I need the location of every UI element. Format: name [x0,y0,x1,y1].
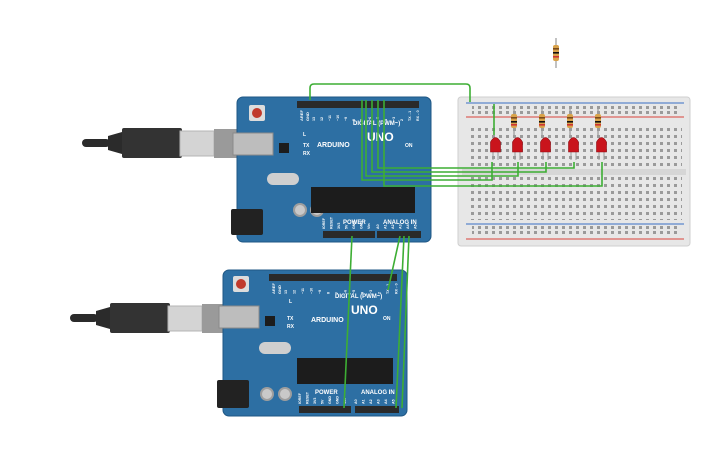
pin-label: A0 [376,224,380,229]
uno-label: UNO [367,130,394,144]
pin-label: 2 [400,119,404,121]
pin-label: A2 [391,224,395,229]
pin-label: A1 [384,224,388,229]
tx-label: TX [287,316,294,322]
arduino-uno-board[interactable]: DIGITAL (PWM~) POWER ANALOG IN ARDUINO U… [217,269,408,417]
on-label: ON [405,143,413,149]
pin-label: A4 [384,399,388,404]
wire[interactable] [401,235,410,409]
pin-label: 12 [320,117,324,121]
tx-label: TX [303,143,310,149]
pin-label: ~3 [369,290,373,294]
pin-label: RESET [330,216,334,229]
pin-label: RX←0 [416,110,420,121]
pin-label: 3V3 [337,223,341,229]
led[interactable] [512,137,523,161]
pin-label: A5 [414,224,418,229]
pin-label: ~6 [344,290,348,294]
gnd-label: GND [277,285,282,294]
pin-label: A0 [354,399,358,404]
aref-label: AREF [271,283,276,294]
resistor[interactable] [595,107,601,138]
pin-label: ~10 [336,115,340,121]
pin-label: GND [360,221,364,229]
pin-label: TX→1 [408,111,412,121]
pin-label: 13 [312,117,316,121]
resistor[interactable] [511,107,517,138]
arduino-logo-text: ARDUINO [311,317,344,324]
pin-label: ~11 [328,115,332,121]
led[interactable] [568,137,579,161]
digital-header-label: DIGITAL (PWM~) [335,294,382,300]
led-l-label: L [303,132,306,138]
pin-label: A3 [377,399,381,404]
led[interactable] [540,137,551,161]
pin-label: A5 [392,399,396,404]
pin-label: ~6 [368,117,372,121]
wire[interactable] [365,100,519,177]
pin-label: RX←0 [395,283,399,294]
pin-label: GND [328,396,332,404]
rx-label: RX [303,151,311,157]
led-l-label: L [289,299,292,305]
pin-label: ~10 [310,288,314,294]
resistor[interactable] [567,107,573,138]
pin-label: 4 [384,119,388,121]
pin-label: GND [336,396,340,404]
rx-label: RX [287,324,295,330]
power-header-label: POWER [343,220,366,226]
uno-label: UNO [351,303,378,317]
pin-label: A2 [369,399,373,404]
pin-label: RESET [306,391,310,404]
pin-label: A4 [406,224,410,229]
usb-cable[interactable] [70,303,226,333]
pin-label: ~5 [352,290,356,294]
on-label: ON [383,316,391,322]
wire[interactable] [371,100,547,173]
pin-label: ~11 [301,288,305,294]
led[interactable] [596,137,607,161]
wire[interactable] [395,235,405,409]
pin-label: 13 [284,290,288,294]
pin-label: A3 [399,224,403,229]
wire[interactable] [377,100,575,169]
led[interactable] [490,137,501,161]
wire[interactable] [309,83,471,102]
pin-label: ~3 [392,117,396,121]
resistor[interactable] [539,107,545,138]
pin-label: ~9 [318,290,322,294]
pin-label: 5V [321,399,325,404]
pin-label: 7 [335,292,339,294]
wire[interactable] [383,100,603,187]
usb-cable[interactable] [82,128,238,158]
arduino-uno-board[interactable]: DIGITAL (PWM~) POWER ANALOG IN ARDUINO U… [231,96,432,243]
analog-header-label: ANALOG IN [383,220,417,226]
pin-label: GND [352,221,356,229]
pin-label: 12 [293,290,297,294]
breadboard[interactable] [457,96,691,247]
arduino-logo-text: ARDUINO [317,142,350,149]
analog-header-label: ANALOG IN [361,390,395,396]
gnd-label: GND [305,112,310,121]
pin-label: ~9 [344,117,348,121]
pin-label: 4 [361,292,365,294]
aref-label: AREF [299,110,304,121]
pin-label: Vin [367,223,371,229]
pin-label: A1 [362,399,366,404]
pin-label: 8 [352,119,356,121]
pin-label: 3V3 [313,398,317,404]
wire[interactable] [361,100,493,181]
pin-label: IOREF [322,217,326,229]
wire[interactable] [343,235,353,409]
pin-label: IOREF [298,392,302,404]
digital-header-label: DIGITAL (PWM~) [353,121,400,127]
pin-label: 2 [378,292,382,294]
pin-label: 5V [345,224,349,229]
loose-resistor[interactable] [553,38,559,68]
wires [309,83,603,409]
power-header-label: POWER [315,390,338,396]
wire[interactable] [387,235,401,291]
pin-label: 8 [327,292,331,294]
